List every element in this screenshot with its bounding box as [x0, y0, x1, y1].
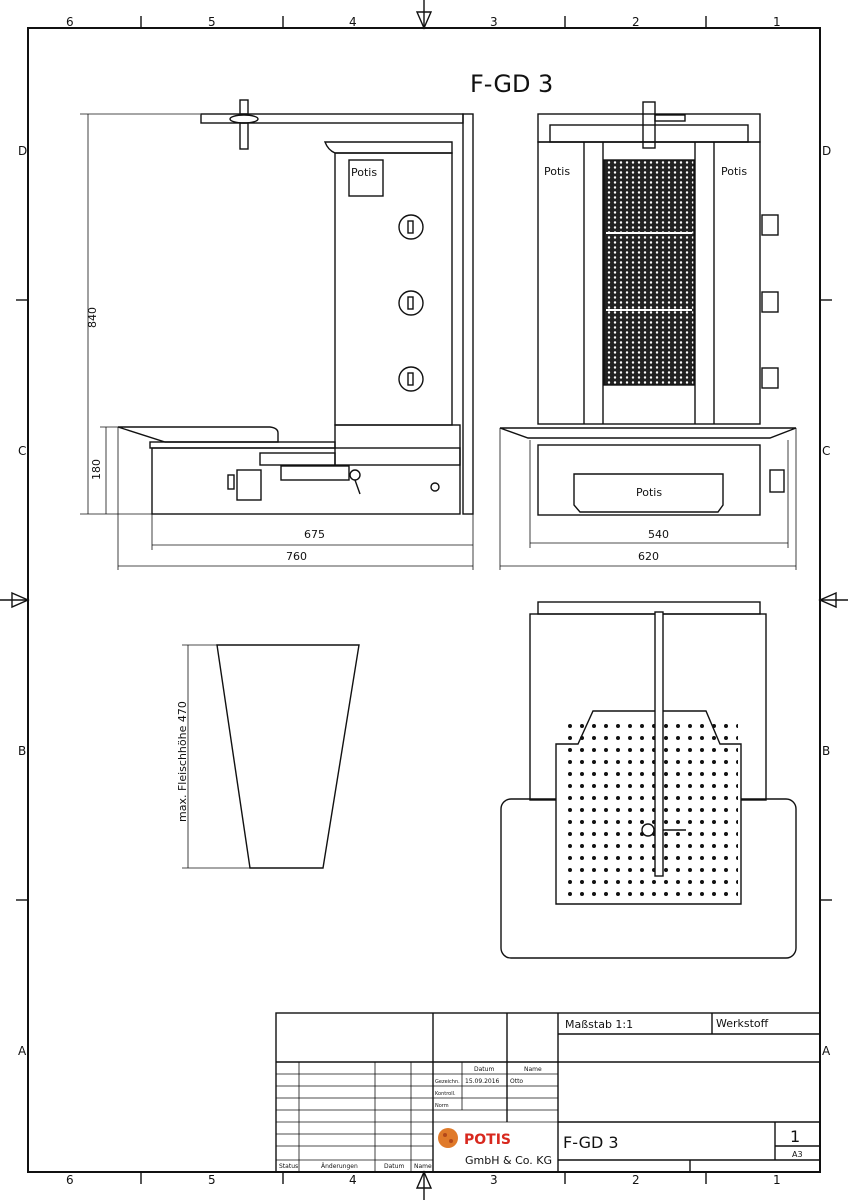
dim-height: 840 [86, 307, 99, 328]
top-view [500, 601, 797, 959]
scale-label: Maßstab 1:1 [565, 1018, 633, 1031]
svg-text:D: D [822, 144, 831, 158]
svg-text:5: 5 [208, 15, 216, 29]
dim-depth-inner: 675 [304, 528, 325, 541]
svg-text:1: 1 [773, 1173, 781, 1187]
meat-cone [216, 644, 360, 869]
svg-text:1: 1 [773, 15, 781, 29]
company-logo: POTIS [438, 1128, 511, 1148]
rev-changes: Änderungen [321, 1163, 358, 1170]
material-label: Werkstoff [716, 1017, 769, 1030]
rev-status: Status [279, 1163, 298, 1170]
sheet-number: 1 [790, 1127, 800, 1146]
svg-text:D: D [18, 144, 27, 158]
svg-text:POTIS: POTIS [464, 1132, 511, 1148]
svg-text:C: C [18, 444, 26, 458]
row-date-drawn: 15.09.2016 [465, 1078, 500, 1085]
front-view [499, 101, 797, 516]
drawer-brand: Potis [636, 486, 662, 499]
svg-text:B: B [18, 744, 26, 758]
row-label-checked: Kontroll. [435, 1091, 456, 1097]
dim-base-height: 180 [90, 459, 103, 480]
svg-text:2: 2 [632, 15, 640, 29]
svg-text:A: A [822, 1044, 831, 1058]
svg-text:A: A [18, 1044, 27, 1058]
zone-labels: 6 5 4 3 2 1 6 5 4 3 2 1 D C B A D C B A [18, 15, 831, 1187]
dim-width-inner: 540 [648, 528, 669, 541]
sheet-format: A3 [792, 1150, 803, 1159]
side-view [117, 99, 474, 515]
svg-text:3: 3 [490, 1173, 498, 1187]
svg-text:4: 4 [349, 1173, 357, 1187]
svg-text:6: 6 [66, 15, 74, 29]
col-datum: Datum [474, 1066, 494, 1073]
drawing-frame [27, 27, 821, 1173]
row-name-drawn: Otto [510, 1078, 523, 1085]
rev-date: Datum [384, 1163, 404, 1170]
svg-text:C: C [822, 444, 830, 458]
svg-text:5: 5 [208, 1173, 216, 1187]
title-block: Maßstab 1:1 Werkstoff Datum Name Gezeich… [275, 1012, 821, 1173]
col-name: Name [524, 1066, 542, 1073]
svg-text:4: 4 [349, 15, 357, 29]
company-name: GmbH & Co. KG [465, 1154, 552, 1167]
dim-width-outer: 620 [638, 550, 659, 563]
svg-text:3: 3 [490, 15, 498, 29]
svg-text:B: B [822, 744, 830, 758]
svg-text:6: 6 [66, 1173, 74, 1187]
row-label-drawn: Gezeichn. [435, 1079, 460, 1085]
side-view-dimensions [80, 113, 474, 570]
row-label-norm: Norm [435, 1103, 449, 1109]
dim-depth-outer: 760 [286, 550, 307, 563]
meat-height-label: max. Fleischhöhe 470 [176, 701, 189, 822]
front-view-dimensions [499, 428, 797, 570]
rev-name: Name [414, 1163, 432, 1170]
svg-text:2: 2 [632, 1173, 640, 1187]
meat-cone-dimension [182, 644, 250, 869]
front-brand-right: Potis [721, 165, 747, 178]
front-brand-left: Potis [544, 165, 570, 178]
drawing-title-block: F-GD 3 [563, 1133, 619, 1152]
drawing-title: F-GD 3 [470, 70, 553, 98]
side-view-brand: Potis [351, 166, 377, 179]
